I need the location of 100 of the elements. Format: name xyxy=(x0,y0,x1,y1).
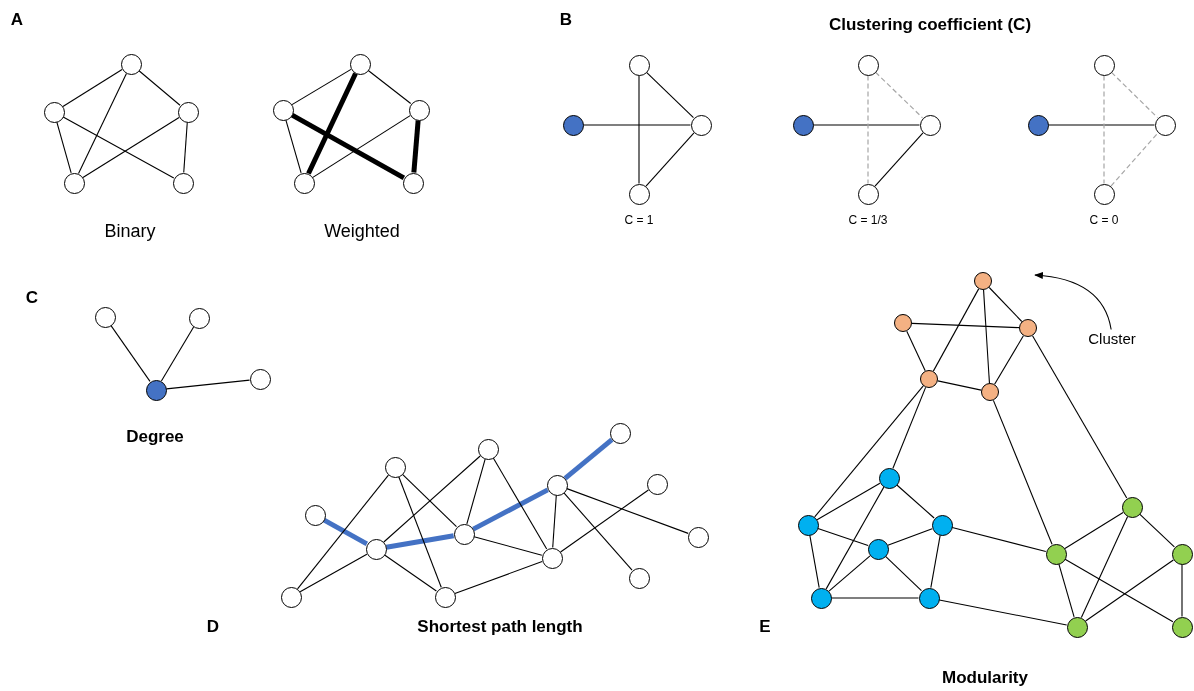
network-link xyxy=(814,385,924,518)
network-link xyxy=(183,121,188,174)
network-node xyxy=(1093,183,1115,205)
network-node xyxy=(628,54,650,76)
network-link xyxy=(1110,71,1159,119)
network-link xyxy=(885,555,922,592)
network-node xyxy=(63,172,85,194)
network-link xyxy=(582,124,692,126)
network-node xyxy=(1045,543,1067,565)
network-link xyxy=(1064,511,1124,550)
network-node xyxy=(1019,319,1037,337)
network-link xyxy=(816,482,881,521)
network-link xyxy=(1181,563,1183,618)
network-node xyxy=(792,114,814,136)
callout-text: Cluster xyxy=(1088,329,1136,347)
formula-text: C = 1 xyxy=(624,213,654,227)
network-link xyxy=(896,484,935,519)
network-link xyxy=(1031,335,1128,499)
network-link xyxy=(906,330,926,372)
network-link xyxy=(367,69,412,105)
network-node xyxy=(408,99,430,121)
network-link xyxy=(560,489,649,553)
network-node xyxy=(145,379,167,401)
network-node xyxy=(177,101,199,123)
network-link xyxy=(983,289,990,384)
network-link xyxy=(82,117,180,178)
panel-letter: C xyxy=(25,288,39,308)
network-link xyxy=(812,124,921,126)
network-link xyxy=(384,554,437,592)
network-link xyxy=(830,597,920,599)
network-link xyxy=(56,121,72,174)
panel-letter: A xyxy=(10,10,24,30)
network-node xyxy=(365,538,387,560)
network-link xyxy=(646,71,694,119)
network-link xyxy=(817,527,869,547)
network-link xyxy=(825,486,885,590)
network-node xyxy=(867,538,889,560)
network-node xyxy=(920,370,938,388)
network-node xyxy=(546,474,568,496)
network-link xyxy=(1085,559,1174,622)
network-node xyxy=(646,473,668,495)
network-link xyxy=(398,476,442,588)
network-node xyxy=(810,587,832,609)
network-node xyxy=(981,383,999,401)
network-node xyxy=(94,306,116,328)
network-link xyxy=(165,379,251,390)
network-node xyxy=(453,523,475,545)
network-node xyxy=(1066,616,1088,638)
network-node xyxy=(628,183,650,205)
network-node xyxy=(1027,114,1049,136)
network-node xyxy=(1171,543,1193,565)
network-link xyxy=(887,528,933,546)
network-link xyxy=(138,70,181,106)
network-node xyxy=(894,314,912,332)
network-link xyxy=(1080,516,1129,618)
network-node xyxy=(188,307,210,329)
network-link xyxy=(552,494,557,549)
network-node xyxy=(974,272,992,290)
network-link xyxy=(492,457,548,550)
network-link xyxy=(1058,563,1075,618)
panel-heading: Modularity xyxy=(942,668,1028,688)
network-node xyxy=(1154,114,1176,136)
network-link xyxy=(454,561,543,594)
network-node xyxy=(272,99,294,121)
network-link xyxy=(62,116,175,179)
network-node xyxy=(172,172,194,194)
network-link xyxy=(874,132,924,187)
network-node xyxy=(434,586,456,608)
network-link xyxy=(951,527,1047,552)
network-link xyxy=(1139,513,1175,548)
network-link xyxy=(1064,558,1174,623)
network-node xyxy=(43,101,65,123)
network-link xyxy=(110,325,151,382)
network-link xyxy=(994,335,1024,385)
network-link xyxy=(645,132,695,187)
network-link xyxy=(306,72,358,175)
network-node xyxy=(541,547,563,569)
formula-text: C = 1/3 xyxy=(848,213,888,227)
caption-text: Binary xyxy=(104,220,156,242)
network-node xyxy=(857,54,879,76)
panel-letter: D xyxy=(206,617,220,637)
network-node xyxy=(690,114,712,136)
network-link xyxy=(1047,124,1156,126)
network-link xyxy=(1110,132,1159,187)
network-node xyxy=(304,504,326,526)
network-link xyxy=(290,112,406,181)
network-node xyxy=(249,368,271,390)
network-link xyxy=(892,386,927,469)
network-link xyxy=(385,533,455,550)
network-link xyxy=(299,553,368,593)
network-node xyxy=(562,114,584,136)
caption-text: Weighted xyxy=(324,220,400,242)
network-node xyxy=(349,53,371,75)
network-node xyxy=(477,438,499,460)
network-link xyxy=(932,288,980,372)
panel-letter: E xyxy=(759,617,771,637)
network-link xyxy=(828,555,871,592)
network-link xyxy=(809,534,820,589)
network-node xyxy=(1171,616,1193,638)
network-link xyxy=(62,69,123,107)
